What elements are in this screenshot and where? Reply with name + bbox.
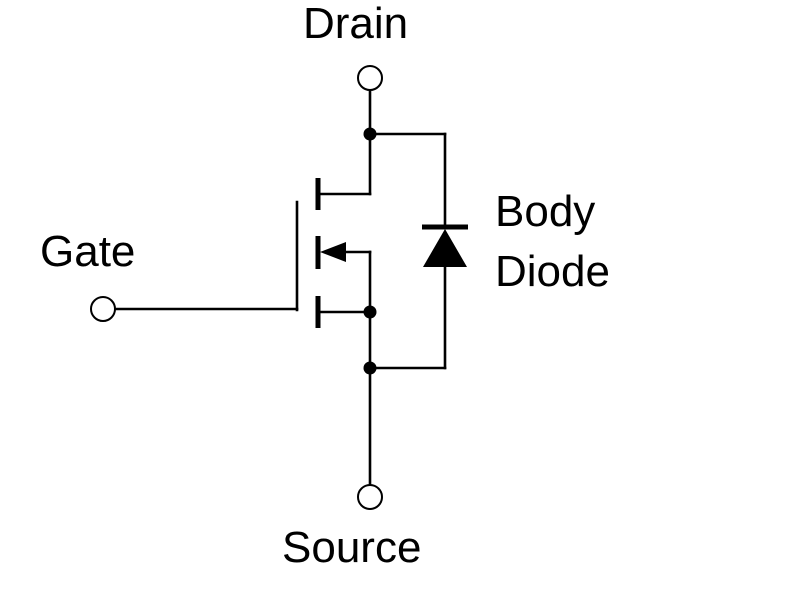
body-diode-label-line2: Diode [495,247,610,296]
diode-triangle-icon [423,229,467,267]
junction-dot-drain [363,127,377,141]
drain-terminal [357,65,383,91]
junction-dot-source [363,361,377,375]
source-terminal [357,484,383,510]
source-label: Source [282,523,422,572]
junction-dot-body [363,305,377,319]
body-diode-label-line1: Body [495,187,596,236]
body-arrow-icon [320,242,346,262]
gate-terminal [90,296,116,322]
drain-label: Drain [303,0,409,48]
gate-label: Gate [40,227,136,276]
